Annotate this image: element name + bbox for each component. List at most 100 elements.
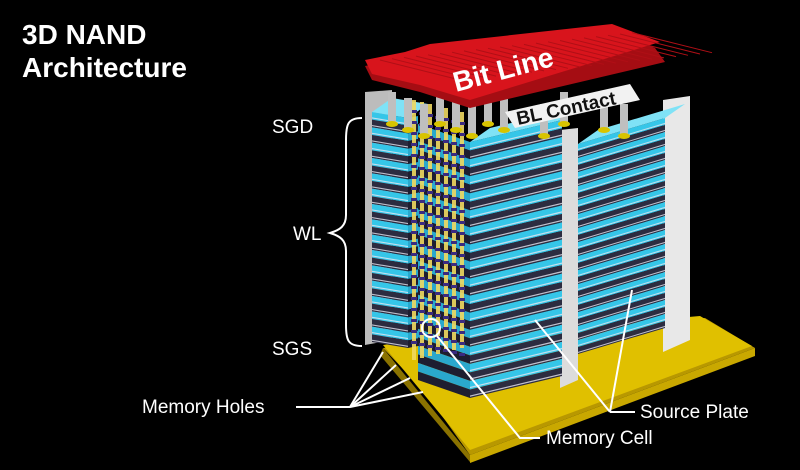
- layer-highlight: [578, 220, 665, 248]
- memory-cell: [443, 162, 449, 165]
- memory-cell: [459, 265, 465, 268]
- memory-cell: [427, 169, 433, 172]
- memory-cell: [411, 286, 417, 289]
- memory-cell: [451, 197, 457, 200]
- memory-cell: [411, 198, 417, 201]
- layer-highlight: [578, 297, 665, 325]
- memory-cell: [443, 305, 449, 308]
- layer-highlight: [470, 134, 562, 158]
- memory-cell: [451, 252, 457, 255]
- memory-cell: [411, 242, 417, 245]
- memory-hole-pillar: [436, 106, 440, 354]
- layer-highlight: [578, 227, 665, 255]
- layer-highlight: [578, 318, 665, 346]
- bit-line-stripe: [571, 38, 653, 60]
- layer-highlight: [372, 286, 408, 294]
- memory-cell: [451, 296, 457, 299]
- memory-cell: [435, 149, 441, 152]
- wordline-stack-middle: [418, 106, 582, 398]
- layer-highlight: [372, 163, 408, 171]
- memory-cell: [459, 199, 465, 202]
- bit-line-stripe: [547, 41, 629, 63]
- memory-cell: [451, 208, 457, 211]
- memory-cell: [419, 321, 425, 324]
- memory-cell: [443, 118, 449, 121]
- layer-highlight: [470, 288, 562, 312]
- layer-highlight: [372, 171, 408, 179]
- memory-cell: [435, 160, 441, 163]
- memory-cell: [419, 244, 425, 247]
- memory-cell: [451, 329, 457, 332]
- memory-cell: [451, 307, 457, 310]
- memory-cell: [443, 129, 449, 132]
- bit-line-stripe: [607, 34, 689, 56]
- memory-cell: [435, 215, 441, 218]
- memory-cell: [443, 349, 449, 352]
- memory-cell: [451, 230, 457, 233]
- memory-cell: [435, 171, 441, 174]
- bl-contact-cap: [618, 133, 630, 139]
- memory-cell: [459, 155, 465, 158]
- layer-highlight: [578, 241, 665, 269]
- memory-cell: [459, 177, 465, 180]
- layer-highlight: [372, 186, 408, 194]
- layer-highlight: [578, 199, 665, 227]
- bl-contact-post: [420, 104, 428, 136]
- layer-highlight: [372, 316, 408, 324]
- layer-highlight: [372, 278, 408, 286]
- layer-highlight: [470, 296, 562, 320]
- memory-cell: [427, 268, 433, 271]
- bl-contact-post: [436, 92, 444, 124]
- layer-highlight: [470, 364, 562, 389]
- memory-cell: [459, 254, 465, 257]
- layer-highlight: [372, 293, 408, 301]
- layer-highlight: [470, 347, 562, 372]
- memory-cell: [459, 188, 465, 191]
- memory-cell: [419, 277, 425, 280]
- wl-brace: [326, 117, 363, 347]
- memory-cell: [427, 202, 433, 205]
- memory-cell: [435, 193, 441, 196]
- memory-cell: [427, 180, 433, 183]
- layer-highlight: [470, 228, 562, 252]
- bl-contact-cap: [386, 121, 398, 127]
- wordline-stack-right: [578, 104, 685, 354]
- memory-cell: [459, 210, 465, 213]
- memory-cell: [411, 341, 417, 344]
- memory-cell: [427, 191, 433, 194]
- memory-cell: [459, 133, 465, 136]
- memory-cell: [435, 281, 441, 284]
- memory-cell: [411, 319, 417, 322]
- bit-line-stripe: [523, 43, 605, 65]
- memory-cell: [451, 219, 457, 222]
- memory-hole-pillar: [412, 100, 416, 360]
- layer-highlight: [578, 185, 665, 213]
- memory-cell: [419, 145, 425, 148]
- bit-line-stripe: [463, 50, 545, 72]
- memory-cell: [451, 164, 457, 167]
- memory-cell: [459, 221, 465, 224]
- memory-cell: [427, 125, 433, 128]
- memory-cell: [411, 165, 417, 168]
- layer-highlight: [578, 269, 665, 297]
- layer-highlight: [578, 325, 665, 353]
- memory-cell: [443, 206, 449, 209]
- layer-highlight: [372, 194, 408, 202]
- bl-contact-post: [600, 98, 608, 130]
- layer-highlight: [372, 140, 408, 148]
- memory-cell: [427, 312, 433, 315]
- memory-cell: [435, 292, 441, 295]
- sgs-label: SGS: [272, 339, 312, 360]
- layer-highlight: [578, 164, 665, 192]
- memory-cell: [443, 217, 449, 220]
- memory-cell: [411, 132, 417, 135]
- memory-cell: [435, 248, 441, 251]
- layer-highlight: [372, 201, 408, 209]
- layer-side: [418, 354, 470, 381]
- layer-highlight: [470, 305, 562, 329]
- bit-line-stripe: [499, 46, 581, 68]
- layer-highlight: [578, 311, 665, 339]
- memory-cell: [459, 243, 465, 246]
- memory-cell: [451, 263, 457, 266]
- memory-cell: [435, 138, 441, 141]
